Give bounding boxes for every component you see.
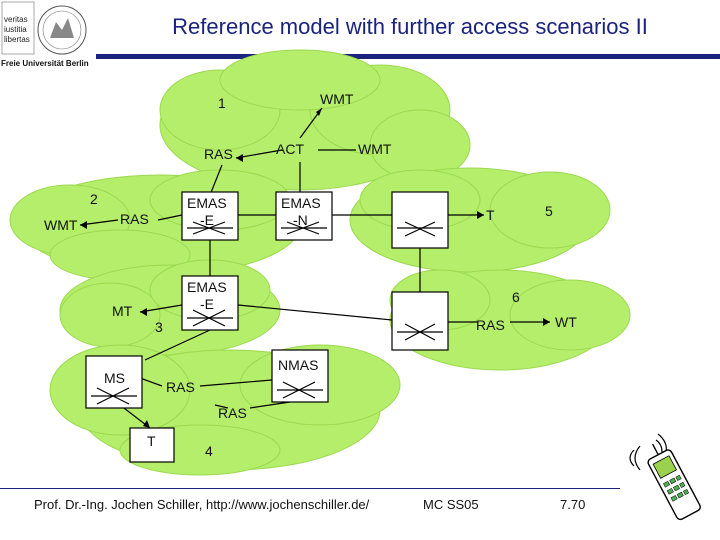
label-wmt-top: WMT <box>320 91 354 107</box>
label-t-right: T <box>486 207 495 223</box>
network-diagram: 1 2 3 4 5 6 WMT ACT WMT RAS WMT RAS EMAS… <box>9 49 631 476</box>
line-ras-nmas <box>199 379 273 387</box>
logo-line-2: iustitia <box>4 25 27 34</box>
box-5 <box>391 191 449 249</box>
label-emas-e-2-line1: EMAS <box>187 279 227 295</box>
box-emas-e-1 <box>181 191 239 241</box>
label-wt: WT <box>555 314 577 330</box>
footer-course: MC SS05 <box>423 497 479 512</box>
label-wmt-mid: WMT <box>358 141 392 157</box>
label-ras-right: RAS <box>476 317 505 333</box>
line-emase2-ms <box>144 329 211 361</box>
label-emas-n-line2: -N <box>293 212 308 228</box>
line-ras-emase1 <box>157 214 183 221</box>
label-ms: MS <box>104 370 125 386</box>
label-nmas: NMAS <box>278 357 318 373</box>
box-emas-e-2 <box>181 275 239 331</box>
box-ms <box>85 355 143 409</box>
label-emas-e-2-line2: -E <box>200 296 214 312</box>
label-act: ACT <box>276 141 304 157</box>
switch-boxes <box>85 191 449 463</box>
arrow-heads <box>80 108 550 428</box>
footer: Prof. Dr.-Ing. Jochen Schiller, http://w… <box>0 497 720 527</box>
box-t-bottom <box>129 427 175 463</box>
label-ras-left: RAS <box>120 211 149 227</box>
mobile-phone-illustration <box>629 433 701 521</box>
cloud-6-number: 6 <box>512 289 520 305</box>
university-logo: veritas iustitia libertas Freie Universi… <box>1 1 89 68</box>
line-emase2-6 <box>237 304 393 321</box>
cloud-4-number: 4 <box>205 443 213 459</box>
cloud-1 <box>159 49 471 191</box>
footer-rule <box>0 488 620 489</box>
line-ras-act <box>235 149 283 159</box>
line-ms-ras <box>139 377 163 387</box>
slide-title: Reference model with further access scen… <box>172 14 648 39</box>
cloud-3-number: 3 <box>155 319 163 335</box>
footer-author: Prof. Dr.-Ing. Jochen Schiller, http://w… <box>34 497 370 512</box>
cloud-1-number: 1 <box>218 95 226 111</box>
line-ras-emase <box>209 164 223 196</box>
box-emas-n <box>275 191 333 241</box>
label-emas-n-line1: EMAS <box>281 195 321 211</box>
label-emas-e-1-line1: EMAS <box>187 195 227 211</box>
label-ras-ms: RAS <box>166 379 195 395</box>
cloud-5 <box>349 167 611 273</box>
label-ras-top: RAS <box>204 146 233 162</box>
box-6 <box>391 291 449 351</box>
phone-icon <box>647 443 701 521</box>
title-rule <box>96 54 720 59</box>
cloud-5-number: 5 <box>545 203 553 219</box>
box-nmas <box>271 349 329 403</box>
label-mt: MT <box>112 303 133 319</box>
footer-page-number: 7.70 <box>560 497 586 512</box>
label-ras-bottom: RAS <box>218 405 247 421</box>
label-t-bottom: T <box>147 433 156 449</box>
logo-line-3: libertas <box>4 35 30 44</box>
logo-caption: Freie Universität Berlin <box>1 59 89 68</box>
line-ras-ras <box>214 404 229 409</box>
logo-line-1: veritas <box>4 15 28 24</box>
label-emas-e-1-line2: -E <box>200 212 214 228</box>
cloud-2-number: 2 <box>90 191 98 207</box>
label-wmt-left: WMT <box>44 217 78 233</box>
line-nmas-ras <box>249 401 291 409</box>
logo-seal <box>37 5 87 55</box>
